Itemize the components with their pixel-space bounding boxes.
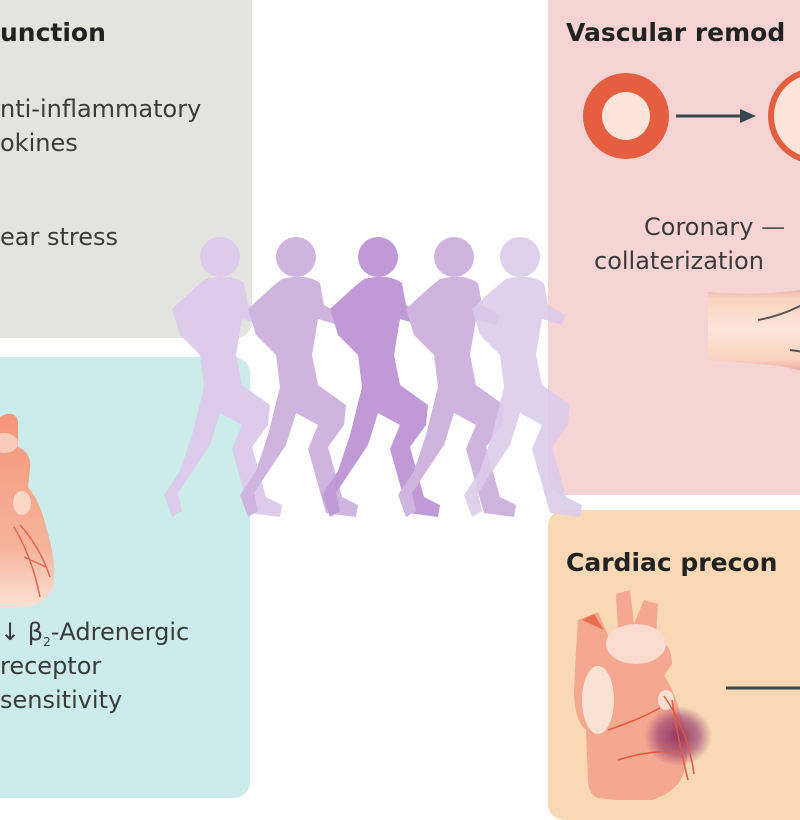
adrenergic-receptor-panel: ↓ β2-Adrenergic receptor sensitivity — [0, 357, 250, 798]
vessel-remodelling-diagram — [583, 70, 800, 162]
endothelial-panel-title: unction — [0, 18, 106, 47]
sensitivity-label: sensitivity — [0, 686, 123, 714]
collateral-vessel-icon — [708, 290, 800, 371]
vascular-panel-title: Vascular remod — [566, 18, 786, 47]
receptor-label: receptor — [0, 652, 102, 680]
adrenergic-text: -Adrenergic — [50, 618, 190, 646]
beta2-adrenergic-label: ↓ β2-Adrenergic — [0, 615, 189, 659]
heart-illustration-icon — [0, 413, 55, 607]
narrow-lumen-icon — [602, 92, 650, 140]
vascular-remodelling-panel: Vascular remod Coronary — collaterizatio… — [548, 0, 800, 495]
cardiac-panel-title: Cardiac precon — [566, 548, 778, 577]
cardiac-diagram — [574, 590, 800, 800]
cytokines-label: okines — [0, 129, 78, 157]
shear-stress-label: ear stress — [0, 223, 118, 251]
remodel-arrowhead-icon — [740, 109, 756, 123]
beta-symbol: β — [27, 618, 44, 646]
wide-lumen-icon — [774, 77, 800, 155]
runners-illustration — [164, 237, 582, 517]
heart-infarct-icon — [574, 590, 712, 800]
collateralization-label: collaterization — [594, 247, 764, 275]
beta-subscript: 2 — [43, 634, 51, 649]
cardiac-preconditioning-panel: Cardiac precon — [548, 510, 800, 820]
runner-silhouette-4 — [398, 237, 516, 517]
runner-silhouette-5 — [464, 237, 582, 517]
anti-inflammatory-label: nti-inflammatory — [0, 95, 202, 123]
decrease-arrow-icon: ↓ — [0, 618, 21, 646]
endothelial-function-panel: unction nti-inflammatory okines ear stre… — [0, 0, 252, 338]
coronary-text: Coronary — [644, 213, 754, 241]
coronary-label: Coronary — — [644, 213, 786, 241]
